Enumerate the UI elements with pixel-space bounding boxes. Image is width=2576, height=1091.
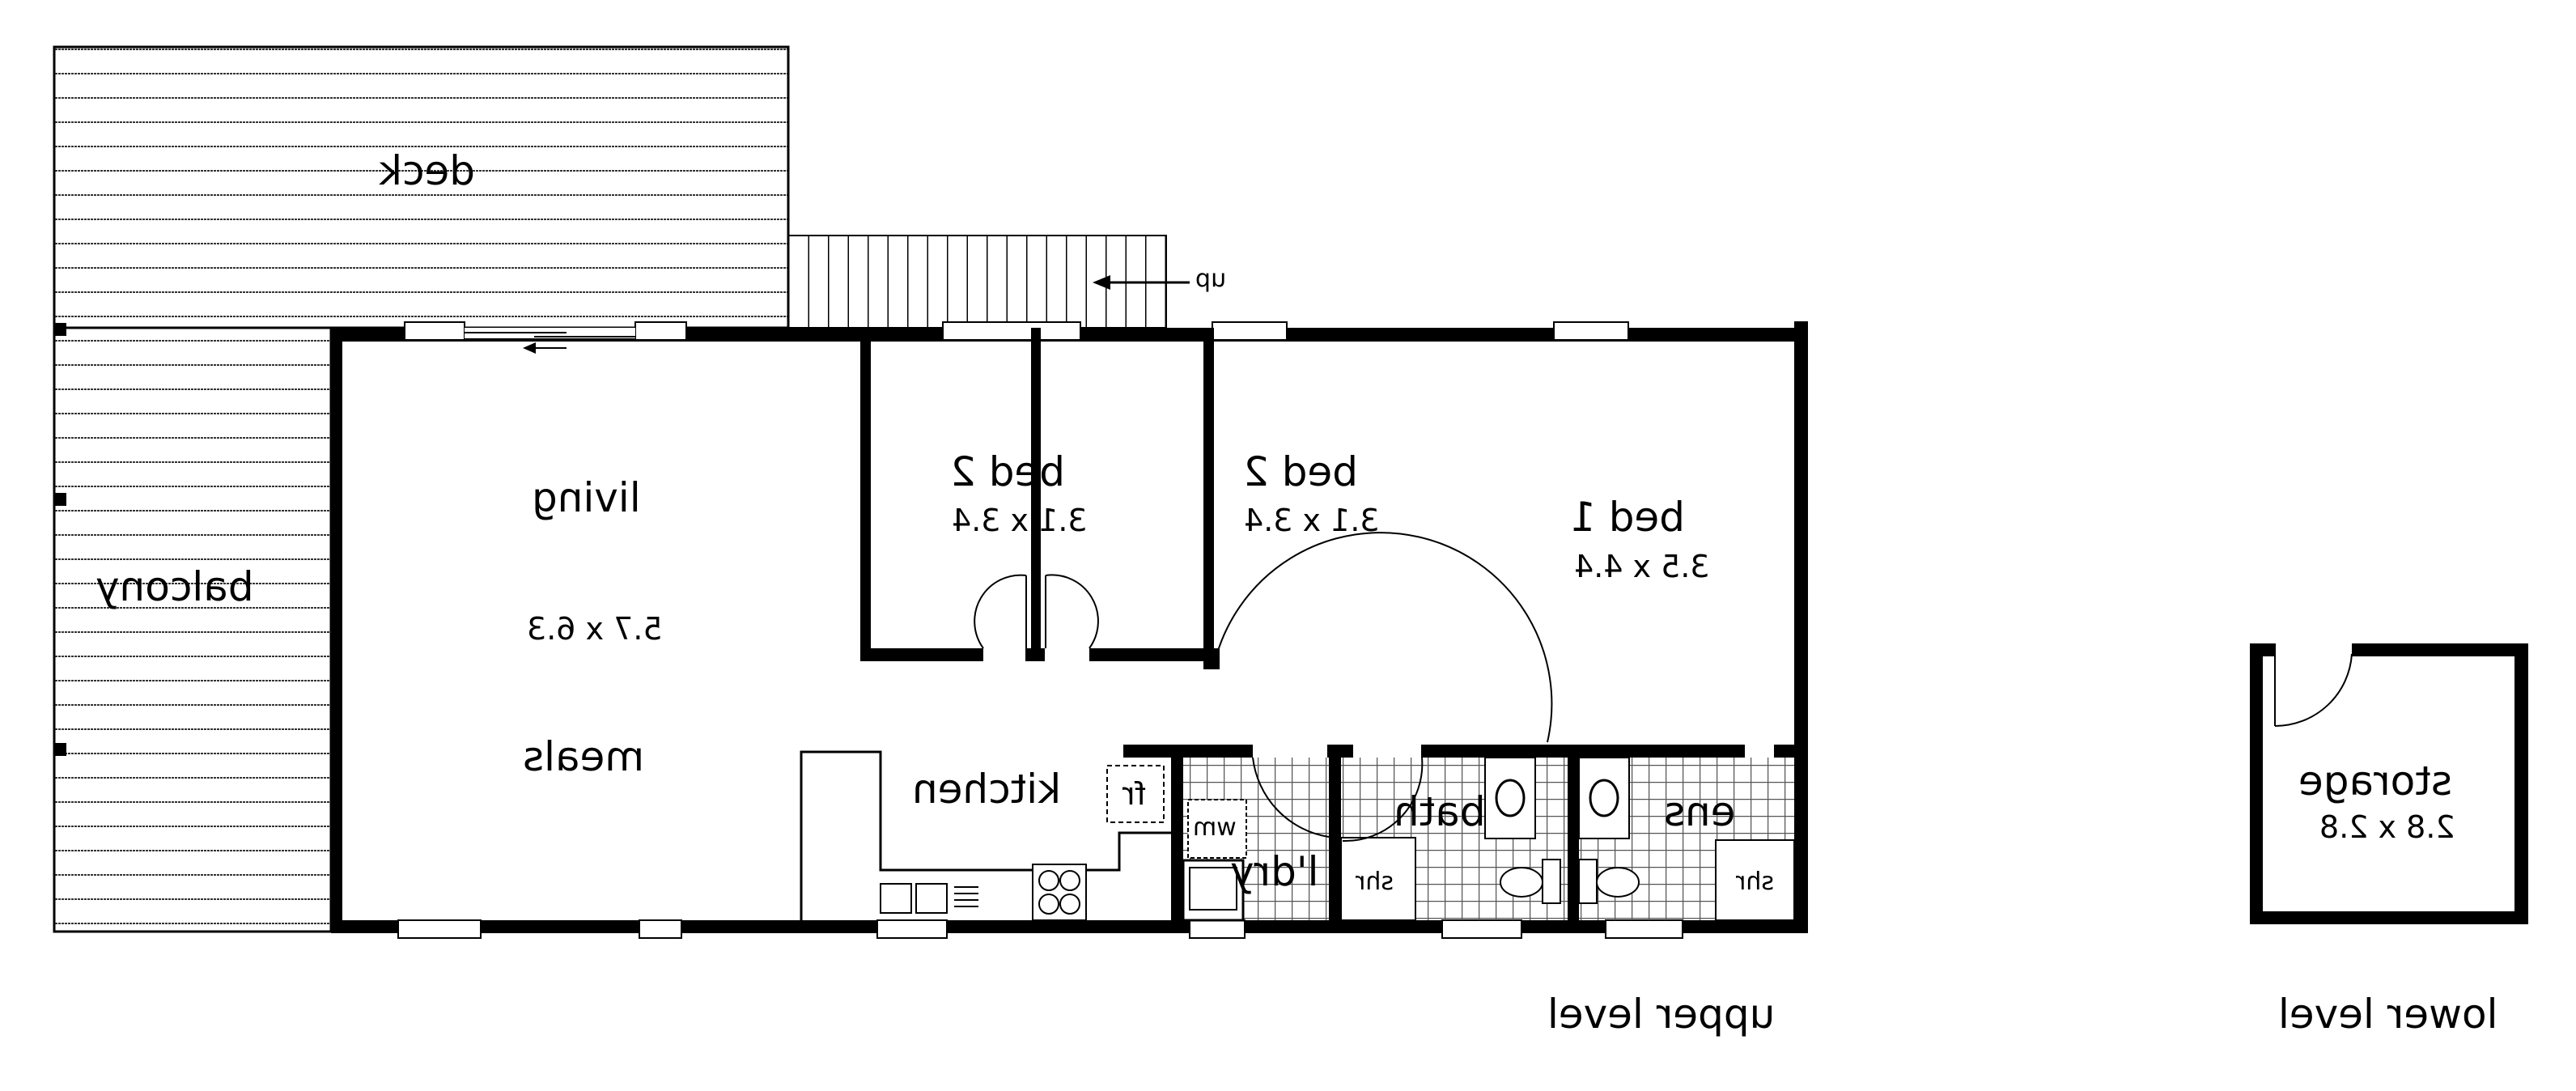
- deck-label: deck: [379, 147, 475, 194]
- bed2-a-label: bed 2: [950, 448, 1065, 495]
- storage-dimensions: 2.8 x 2.8: [2319, 809, 2455, 845]
- cooktop-burners: [1038, 870, 1080, 915]
- wet-area-walls: [1123, 745, 1808, 933]
- storage-label: storage: [2298, 758, 2452, 804]
- laundry-label: l'dry: [1230, 848, 1319, 895]
- bed2-a-dimensions: 3.1 x 3.4: [952, 503, 1088, 538]
- ens-toilet-cistern: [1578, 859, 1598, 904]
- windows-bottom: [397, 919, 1683, 939]
- bath-shower-label: shr: [1356, 868, 1394, 896]
- deck: [53, 45, 790, 329]
- balcony-label: balcony: [95, 563, 254, 610]
- ens-vanity: [1578, 757, 1630, 839]
- sink-bowl: [915, 883, 948, 914]
- bath-fixtures: [1340, 757, 1561, 921]
- drainer: [954, 886, 978, 907]
- meals-label: meals: [523, 733, 645, 780]
- kitchen-fixtures: [800, 750, 1171, 921]
- storage-walls: [2250, 643, 2528, 924]
- sink-bowl: [880, 883, 912, 914]
- arrow-left-icon: [1093, 275, 1110, 290]
- arrow-right-icon: [1704, 745, 1717, 757]
- laundry-fixtures: [1182, 757, 1330, 922]
- stairs: [787, 235, 1190, 329]
- ens-shower: [1715, 839, 1795, 921]
- bath-toilet-cistern: [1542, 859, 1561, 904]
- door-swings: [974, 532, 1553, 743]
- balcony-post-marker: [54, 743, 66, 756]
- bed2-a-walls: [860, 328, 1045, 661]
- upper-level-title: upper level: [1547, 991, 1776, 1038]
- windows-top: [404, 321, 1629, 341]
- bath-vanity: [1484, 757, 1536, 839]
- fridge-label: fr: [1122, 776, 1147, 812]
- sliding-door: [465, 328, 635, 354]
- bed1-walls: [1203, 648, 1220, 669]
- bath-shower: [1340, 837, 1416, 921]
- bath-label: bath: [1394, 788, 1486, 835]
- bed1-dimensions: 3.5 x 4.4: [1574, 549, 1710, 584]
- stairs-up-label: up: [1195, 265, 1227, 293]
- ens-label: ens: [1664, 788, 1736, 835]
- lower-level-title: lower level: [2278, 991, 2498, 1038]
- kitchen-label: kitchen: [912, 766, 1062, 813]
- living-label: living: [532, 474, 641, 521]
- ensuite-fixtures: [1578, 745, 1795, 921]
- bed2-b-dimensions: 3.1 x 3.4: [1244, 503, 1380, 538]
- washing-machine-label: wm: [1193, 813, 1237, 842]
- fridge: [1106, 765, 1165, 823]
- balcony-post-marker: [54, 493, 66, 506]
- bed2-b-walls: [1089, 328, 1219, 661]
- bed1-label: bed 1: [1570, 494, 1685, 541]
- cooktop: [1032, 864, 1087, 921]
- balcony: [53, 323, 333, 933]
- balcony-post-marker: [54, 323, 66, 336]
- arrow-left-icon: [523, 342, 536, 354]
- bed2-b-label: bed 2: [1243, 448, 1358, 495]
- living-dimensions: 5.7 x 6.3: [527, 611, 663, 647]
- washing-machine: [1187, 799, 1247, 859]
- ens-shower-label: shr: [1736, 868, 1774, 896]
